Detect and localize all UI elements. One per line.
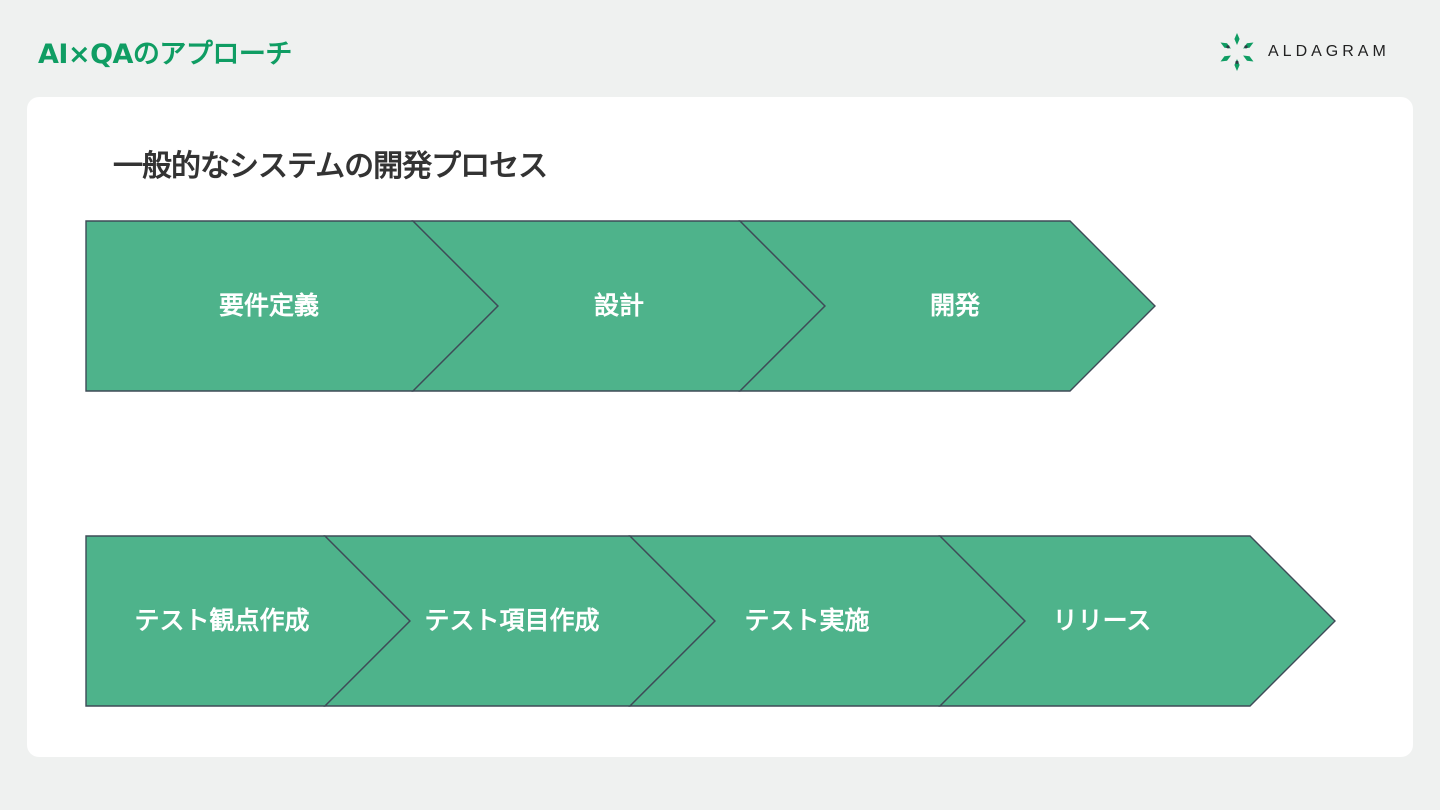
test-step-label: リリース — [1053, 606, 1152, 635]
test-step-label: テスト観点作成 — [134, 606, 309, 635]
dev-step-label: 開発 — [930, 291, 981, 320]
section-title: 一般的なシステムの開発プロセス — [113, 149, 548, 184]
dev-step-label: 設計 — [594, 291, 644, 320]
test-step-release: リリース — [938, 535, 1336, 707]
test-step-viewpoints: テスト観点作成 — [85, 535, 411, 707]
dev-process-row: 要件定義 設計 開発 — [85, 220, 1156, 392]
slide-title: AI×QAのアプローチ — [38, 39, 292, 70]
aldagram-logo: ALDAGRAM — [1216, 31, 1390, 73]
test-process-row: テスト観点作成 テスト項目作成 テスト実施 リリース — [85, 535, 1336, 707]
dev-step-development: 開発 — [738, 220, 1156, 392]
dev-step-label: 要件定義 — [219, 291, 319, 320]
dev-step-requirements: 要件定義 — [85, 220, 499, 392]
aldagram-logo-icon — [1220, 33, 1254, 71]
test-step-label: テスト項目作成 — [424, 606, 599, 635]
test-step-label: テスト実施 — [744, 606, 869, 635]
logo-wordmark: ALDAGRAM — [1268, 43, 1390, 60]
test-step-test-cases: テスト項目作成 — [323, 535, 716, 707]
